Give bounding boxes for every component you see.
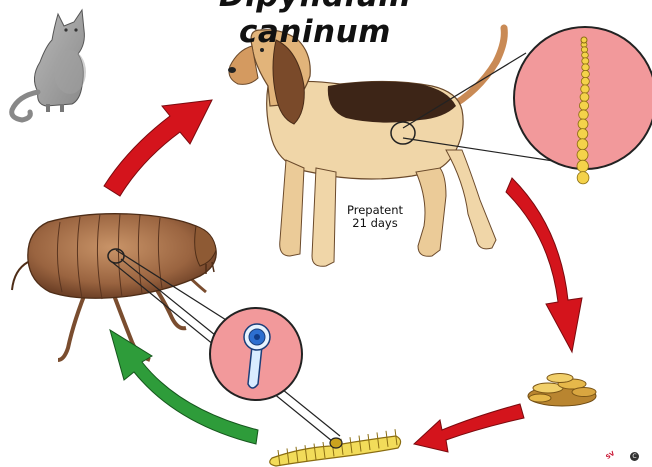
diagram-title: Dipylidium caninum — [150, 0, 480, 50]
proglottid-segment — [581, 85, 590, 93]
proglottid-segment — [578, 119, 588, 129]
scolex — [581, 37, 587, 43]
proglottid-segment — [582, 70, 590, 77]
proglottid-segment — [580, 93, 589, 102]
flea-larva — [270, 429, 401, 466]
proglottid-segment — [577, 160, 588, 172]
proglottid-segment — [582, 52, 589, 58]
arrow-dog-to-eggs — [506, 178, 582, 352]
proglottid-segment — [577, 139, 588, 150]
proglottid-segment — [581, 77, 589, 85]
prepatent-label-line2: 21 days — [332, 217, 418, 230]
cat-host — [12, 10, 86, 120]
proglottid-segment — [582, 58, 589, 65]
arrow-flea-to-cat — [104, 100, 212, 196]
copyright-mark: C — [630, 452, 639, 461]
proglottid-segment — [579, 101, 588, 110]
proglottid-segment — [578, 129, 588, 139]
proglottid-segment — [581, 47, 587, 53]
proglottid-segment — [577, 149, 588, 160]
prepatent-label: Prepatent 21 days — [332, 204, 418, 230]
proglottid-segment — [579, 110, 589, 120]
proglottid-segment — [577, 172, 589, 184]
proglottid-segment — [582, 64, 589, 71]
arrow-eggs-to-larva — [414, 404, 524, 452]
egg-packets — [528, 374, 596, 407]
